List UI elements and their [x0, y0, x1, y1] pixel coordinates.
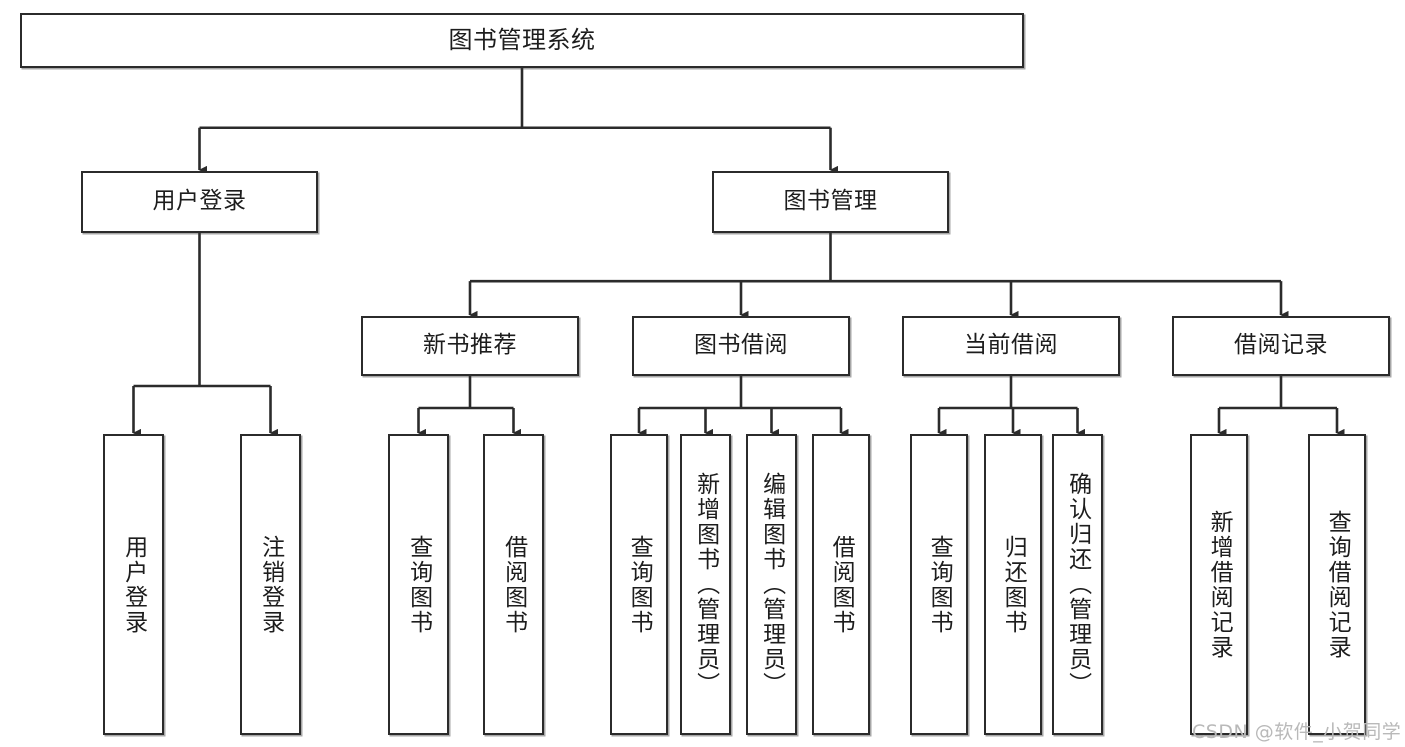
node-label: 查询图书 [626, 534, 653, 635]
node-label: 查询借阅记录 [1324, 509, 1351, 660]
node-label: 编辑图书（管理员） [758, 472, 785, 697]
node-label: 注销登录 [257, 534, 284, 635]
node-book_manage[interactable]: 图书管理 [712, 171, 949, 233]
node-leaf_add_record[interactable]: 新增借阅记录 [1190, 434, 1248, 735]
node-root[interactable]: 图书管理系统 [20, 13, 1024, 68]
node-leaf_borrow_book_1[interactable]: 借阅图书 [483, 434, 544, 735]
node-label: 确认归还（管理员） [1064, 472, 1091, 697]
node-leaf_query_book_2[interactable]: 查询图书 [610, 434, 668, 735]
node-label: 查询图书 [405, 534, 432, 635]
node-label: 当前借阅 [964, 332, 1058, 359]
node-label: 新增借阅记录 [1206, 509, 1233, 660]
node-label: 新书推荐 [423, 332, 517, 359]
node-label: 借阅记录 [1234, 332, 1328, 359]
node-new_book_rec[interactable]: 新书推荐 [361, 316, 579, 376]
node-label: 借阅图书 [828, 534, 855, 635]
node-label: 借阅图书 [500, 534, 527, 635]
node-book_borrow[interactable]: 图书借阅 [632, 316, 850, 376]
node-label: 用户登录 [120, 534, 147, 635]
node-leaf_query_record[interactable]: 查询借阅记录 [1308, 434, 1366, 735]
node-label: 图书管理 [783, 188, 878, 215]
node-label: 用户登录 [152, 188, 247, 215]
node-label: 查询图书 [926, 534, 953, 635]
node-leaf_edit_book[interactable]: 编辑图书（管理员） [746, 434, 797, 735]
node-leaf_query_book_3[interactable]: 查询图书 [910, 434, 968, 735]
node-leaf_user_login[interactable]: 用户登录 [103, 434, 164, 735]
node-label: 图书管理系统 [448, 26, 596, 55]
watermark-label: CSDN @软件_小贺同学 [1192, 721, 1402, 743]
node-label: 新增图书（管理员） [692, 472, 719, 697]
node-leaf_add_book[interactable]: 新增图书（管理员） [680, 434, 731, 735]
node-current_borrow[interactable]: 当前借阅 [902, 316, 1120, 376]
node-leaf_return_book[interactable]: 归还图书 [984, 434, 1042, 735]
node-label: 归还图书 [1000, 534, 1027, 635]
node-label: 图书借阅 [694, 332, 788, 359]
node-user_login[interactable]: 用户登录 [81, 171, 318, 233]
node-borrow_record[interactable]: 借阅记录 [1172, 316, 1390, 376]
node-leaf_logout[interactable]: 注销登录 [240, 434, 301, 735]
node-leaf_query_book_1[interactable]: 查询图书 [388, 434, 449, 735]
node-leaf_borrow_book_2[interactable]: 借阅图书 [812, 434, 870, 735]
node-leaf_confirm_ret[interactable]: 确认归还（管理员） [1052, 434, 1103, 735]
